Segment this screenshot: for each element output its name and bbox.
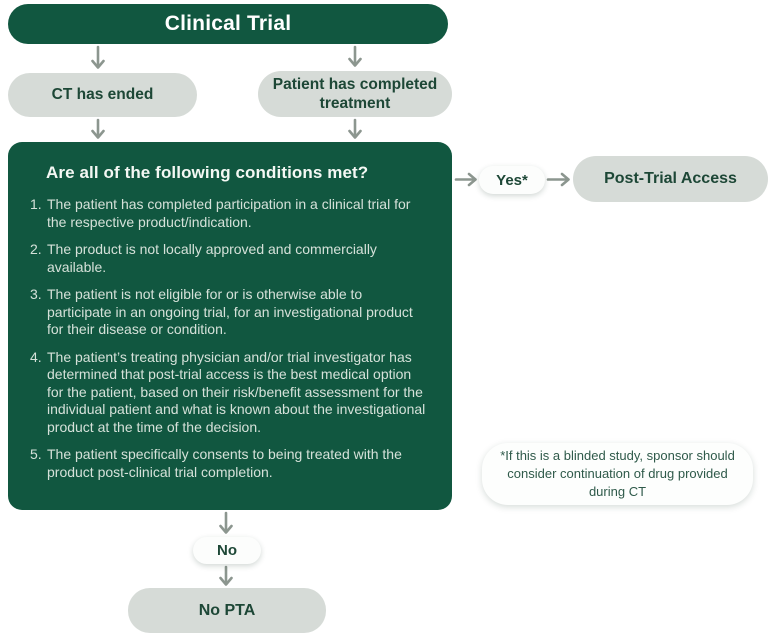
- conditions-list: The patient has completed participation …: [30, 196, 438, 481]
- blinded-study-footnote: *If this is a blinded study, sponsor sho…: [482, 443, 753, 505]
- arrow-title-to-ct-ended: [91, 45, 105, 69]
- node-no-pta: No PTA: [128, 588, 326, 633]
- node-patient-completed-treatment: Patient has completed treatment: [258, 71, 452, 117]
- arrow-title-to-completed-treatment: [348, 45, 362, 67]
- no-pta-label: No PTA: [198, 601, 256, 619]
- arrow-ct-ended-to-conditions: [91, 118, 105, 139]
- node-conditions: Are all of the following conditions met?…: [8, 142, 452, 510]
- no-label: No: [217, 542, 237, 559]
- ct-has-ended-label: CT has ended: [51, 86, 154, 103]
- node-clinical-trial: Clinical Trial: [8, 4, 448, 44]
- arrow-completed-treatment-to-conditions: [348, 118, 362, 139]
- blinded-study-footnote-text: *If this is a blinded study, sponsor sho…: [500, 448, 735, 499]
- condition-item-4: The patient’s treating physician and/or …: [30, 348, 426, 435]
- patient-completed-treatment-label: Patient has completed treatment: [272, 76, 438, 112]
- clinical-trial-label: Clinical Trial: [164, 12, 292, 35]
- condition-item-2: The product is not locally approved and …: [30, 241, 377, 275]
- condition-item-3: The patient is not eligible for or is ot…: [30, 286, 413, 337]
- node-ct-has-ended: CT has ended: [8, 73, 197, 117]
- arrow-no-to-no-pta: [219, 565, 233, 586]
- arrow-yes-to-post-trial-access: [546, 172, 570, 187]
- arrow-conditions-to-yes: [454, 172, 477, 187]
- post-trial-access-label: Post-Trial Access: [604, 170, 737, 187]
- node-no: No: [193, 537, 261, 564]
- condition-item-1: The patient has completed participation …: [30, 196, 411, 230]
- yes-label: Yes*: [496, 171, 528, 189]
- node-post-trial-access: Post-Trial Access: [573, 156, 768, 202]
- arrow-conditions-to-no: [219, 511, 233, 534]
- node-yes: Yes*: [479, 166, 545, 194]
- conditions-heading: Are all of the following conditions met?: [46, 163, 369, 182]
- condition-item-5: The patient specifically consents to bei…: [30, 446, 402, 480]
